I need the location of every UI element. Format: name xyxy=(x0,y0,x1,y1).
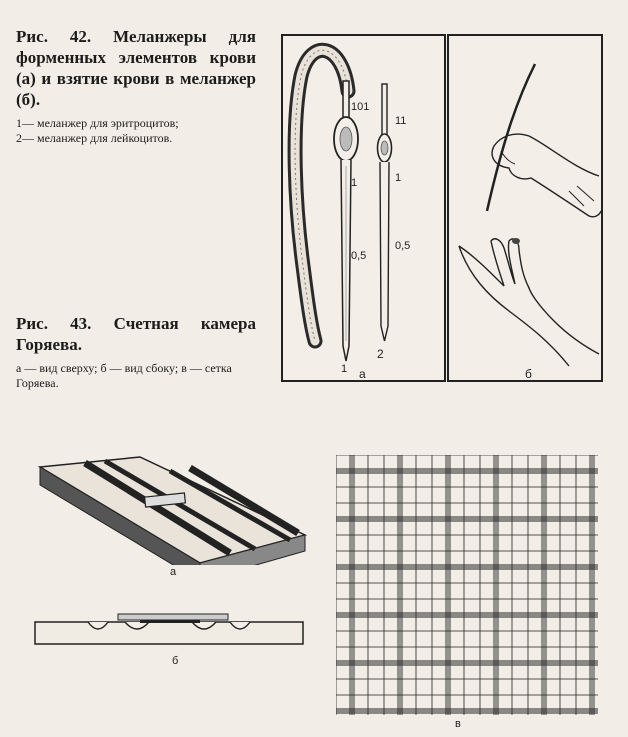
mark-1-left: 1 xyxy=(351,177,357,189)
fig42-caption: Рис. 42. Меланжеры для форменных элемент… xyxy=(16,26,256,146)
mark-11: 11 xyxy=(395,115,406,127)
goryaev-grid xyxy=(336,455,598,715)
fig42-panel-a: 101 1 0,5 11 1 0,5 2 1 а xyxy=(281,34,446,382)
fig42-panel-b: б xyxy=(447,34,603,382)
fig43-a-label: а xyxy=(170,566,177,578)
chamber-side-view xyxy=(34,613,304,645)
mark-05-left: 0,5 xyxy=(351,250,366,262)
fig43-b-label: б xyxy=(172,655,179,667)
fig42-item-2: 2— меланжер для лейкоцитов. xyxy=(16,131,173,145)
fig43-caption: Рис. 43. Счетная камера Горяева. а — вид… xyxy=(16,313,256,391)
mark-101: 101 xyxy=(351,101,369,113)
mark-05-right: 0,5 xyxy=(395,240,410,252)
melangeur-2-number: 2 xyxy=(377,347,384,361)
pipette xyxy=(485,63,537,212)
fig43-legend: а — вид сверху; б — вид сбоку; в — сетка… xyxy=(16,361,232,390)
mark-1-right: 1 xyxy=(395,172,401,184)
fig42-items: 1— меланжер для эритроцитов; 2— меланжер… xyxy=(16,116,256,146)
blood-taking-drawing: б xyxy=(458,63,602,381)
fig42-title: Рис. 42. Меланжеры для форменных элемент… xyxy=(16,27,256,109)
melangeur-2 xyxy=(376,83,393,342)
upper-hand xyxy=(491,133,602,218)
chamber-top-view xyxy=(37,456,308,565)
fig43-v-label: в xyxy=(455,718,461,730)
melangeurs-drawing: 101 1 0,5 11 1 0,5 2 1 а xyxy=(287,42,410,381)
panel-b-label: б xyxy=(525,367,532,380)
fig42-item-1: 1— меланжер для эритроцитов; xyxy=(16,116,179,130)
melangeur-1-number: 1 xyxy=(341,363,347,375)
panel-a-label: а xyxy=(359,367,366,380)
lower-hand xyxy=(458,238,600,355)
fig43-title: Рис. 43. Счетная камера Горяева. xyxy=(16,314,256,354)
melangeur-1 xyxy=(333,80,359,362)
